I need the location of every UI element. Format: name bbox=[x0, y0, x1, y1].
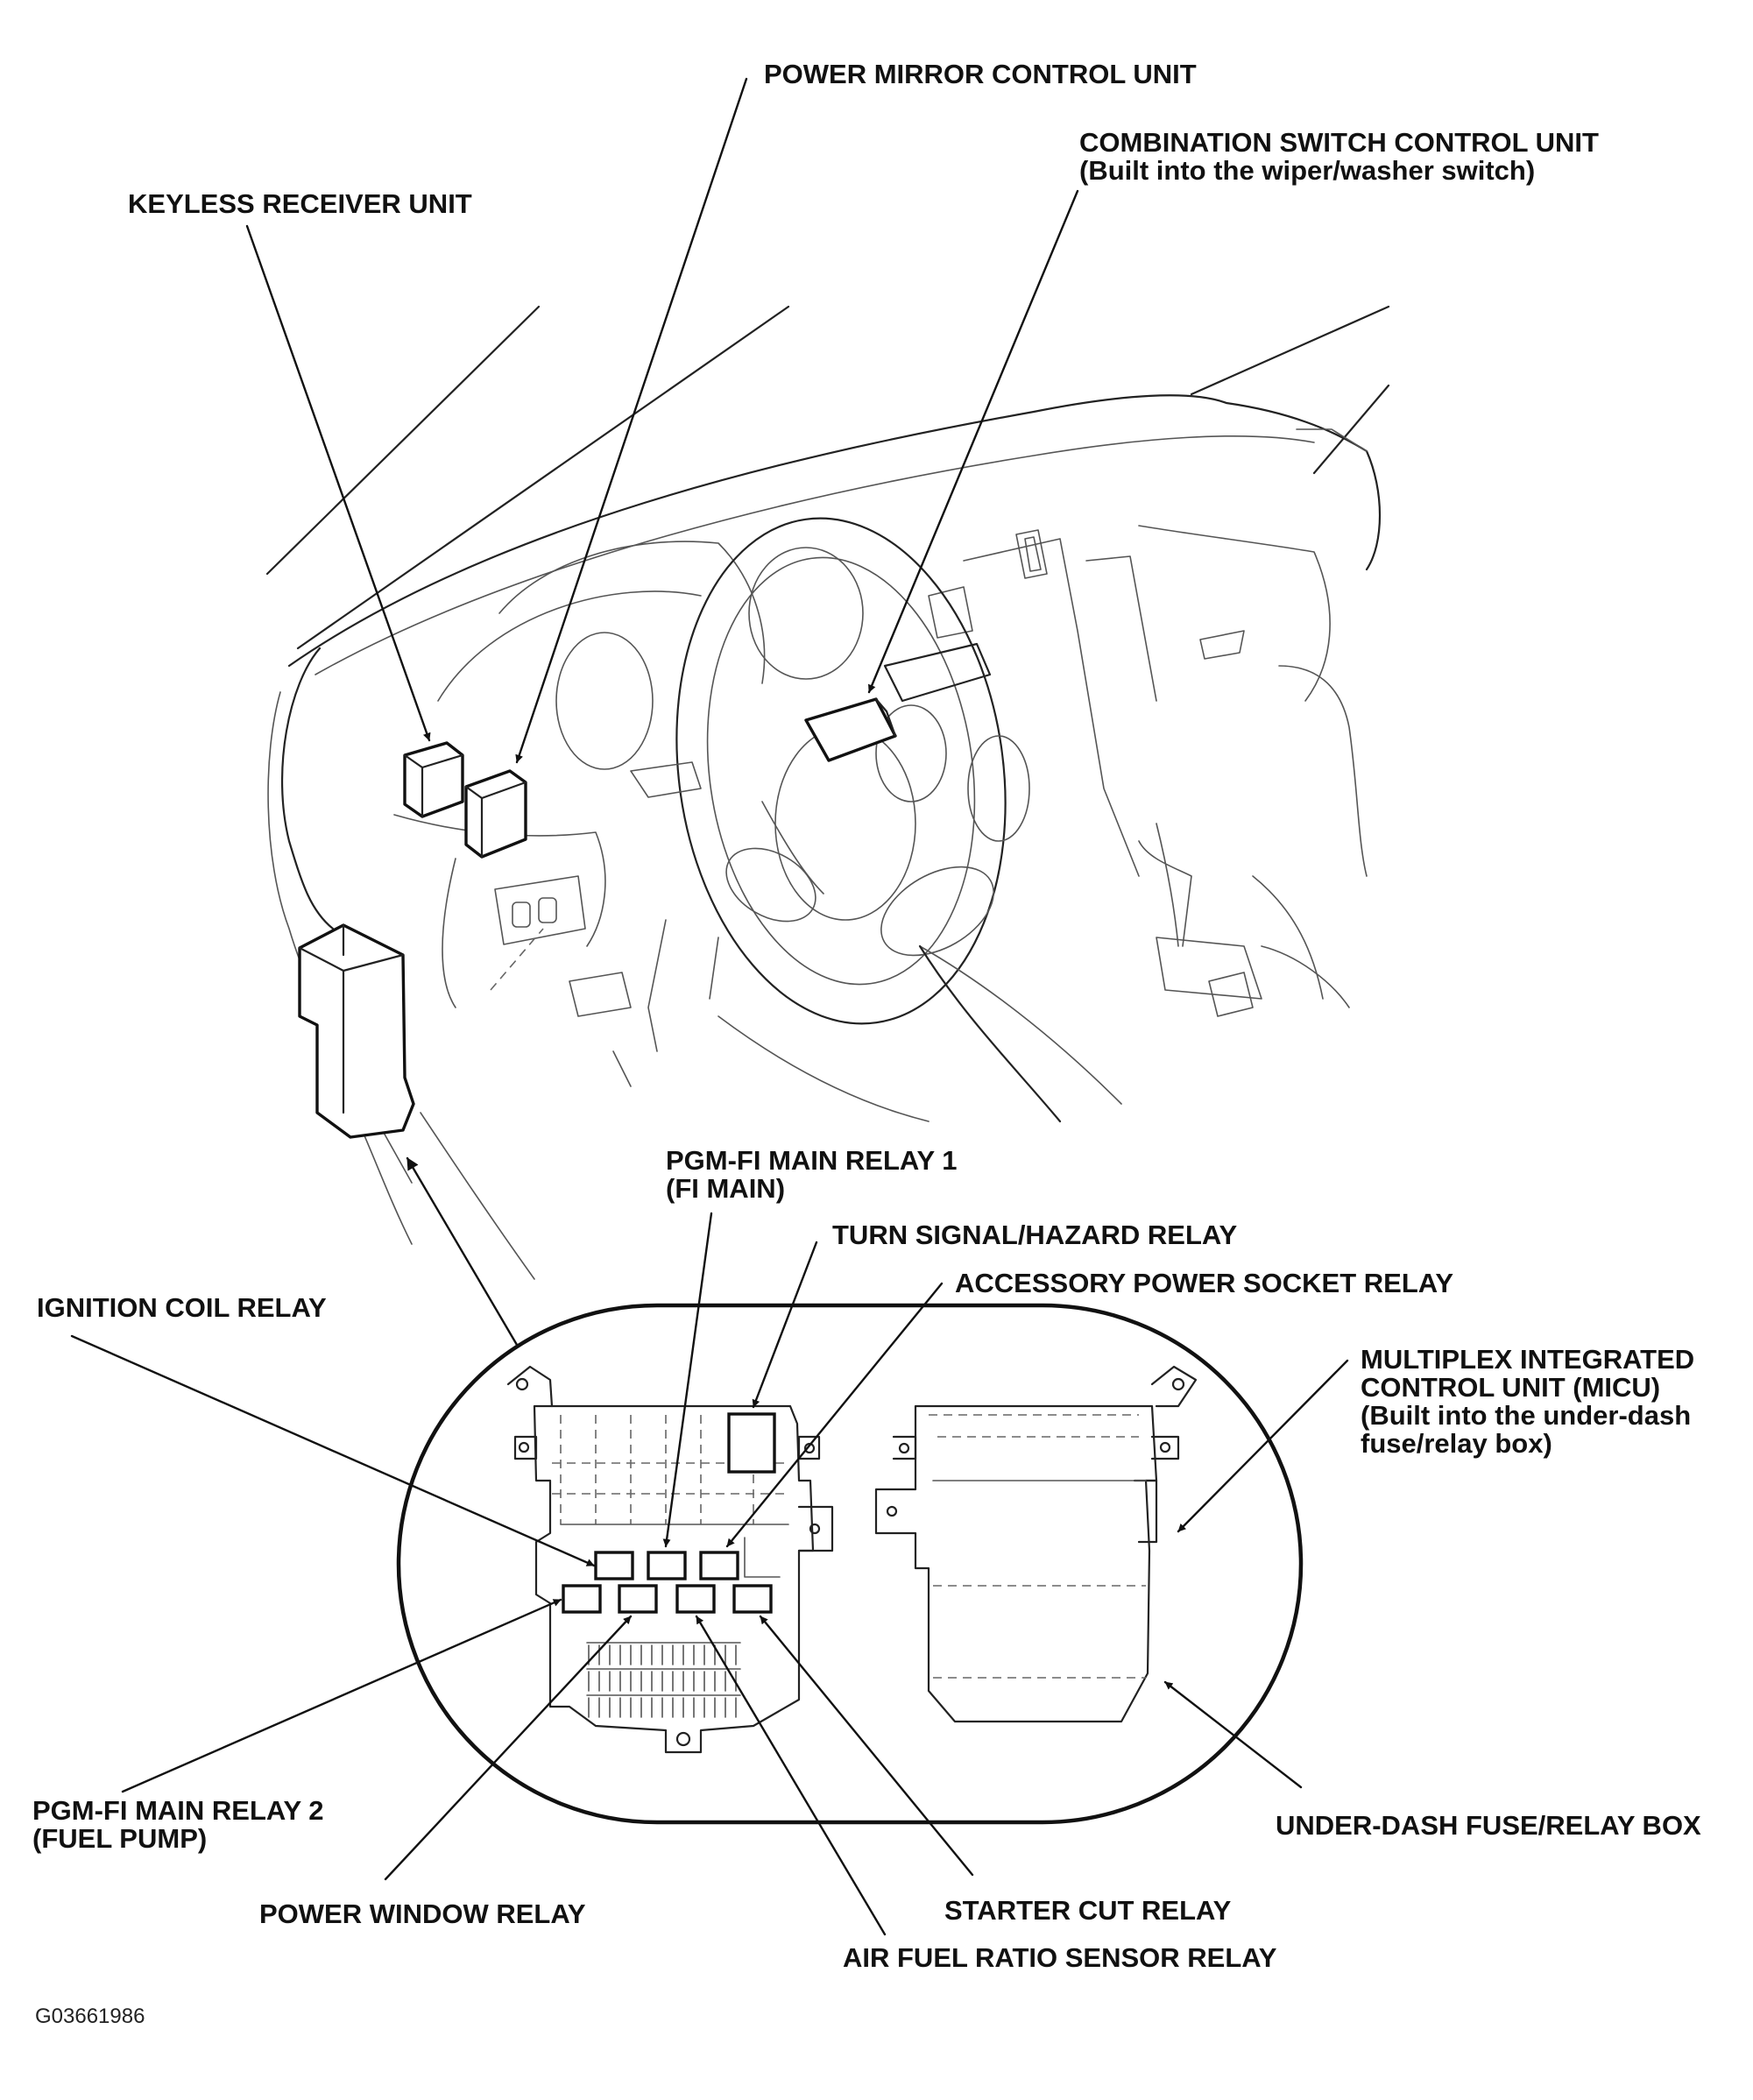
figure-id: G03661986 bbox=[35, 2005, 145, 2028]
label-pgm-fi-main-relay-1-note: (FI MAIN) bbox=[666, 1173, 786, 1204]
under-dash-fuse-relay-box-shape bbox=[298, 923, 415, 1139]
label-combination-switch-note: (Built into the wiper/washer switch) bbox=[1079, 155, 1536, 186]
fuse-box-location-arrow bbox=[406, 1156, 519, 1347]
label-pgm-fi-main-relay-1: PGM-FI MAIN RELAY 1 bbox=[666, 1145, 958, 1176]
power-mirror-control-unit-shape bbox=[464, 769, 527, 859]
fuse-box-front-view bbox=[506, 1365, 834, 1754]
pgm-fi-main-relay-2-shape bbox=[562, 1584, 602, 1614]
keyless-receiver-unit-shape bbox=[403, 741, 464, 818]
air-fuel-ratio-sensor-relay-shape bbox=[675, 1584, 716, 1614]
dashboard-line-art bbox=[265, 305, 1390, 1280]
label-air-fuel-ratio-sensor-relay: AIR FUEL RATIO SENSOR RELAY bbox=[843, 1942, 1277, 1973]
label-turn-signal-hazard-relay: TURN SIGNAL/HAZARD RELAY bbox=[832, 1220, 1238, 1250]
label-under-dash-fuse-relay-box: UNDER-DASH FUSE/RELAY BOX bbox=[1276, 1810, 1701, 1841]
ignition-coil-relay-shape bbox=[594, 1551, 634, 1580]
label-micu-line3: (Built into the under-dash bbox=[1361, 1400, 1692, 1431]
label-pgm-fi-main-relay-2-note: (FUEL PUMP) bbox=[32, 1823, 208, 1854]
label-micu-line2: CONTROL UNIT (MICU) bbox=[1361, 1372, 1661, 1403]
label-pgm-fi-main-relay-2: PGM-FI MAIN RELAY 2 bbox=[32, 1795, 324, 1826]
accessory-power-socket-relay-shape bbox=[699, 1551, 739, 1580]
label-power-mirror-control-unit: POWER MIRROR CONTROL UNIT bbox=[764, 59, 1197, 89]
power-window-relay-shape bbox=[618, 1584, 658, 1614]
fuse-box-side-view bbox=[874, 1365, 1198, 1723]
leader-lines bbox=[70, 77, 1349, 1936]
inset-oval bbox=[396, 1303, 1304, 1825]
label-keyless-receiver-unit: KEYLESS RECEIVER UNIT bbox=[128, 188, 472, 219]
label-power-window-relay: POWER WINDOW RELAY bbox=[259, 1898, 586, 1929]
fuse-rows bbox=[586, 1642, 741, 1718]
label-starter-cut-relay: STARTER CUT RELAY bbox=[944, 1895, 1232, 1926]
starter-cut-relay-shape bbox=[732, 1584, 773, 1614]
turn-signal-hazard-relay-shape bbox=[727, 1412, 776, 1474]
label-micu: MULTIPLEX INTEGRATED bbox=[1361, 1344, 1695, 1375]
label-accessory-power-socket-relay: ACCESSORY POWER SOCKET RELAY bbox=[955, 1268, 1454, 1298]
combination-switch-control-unit-shape bbox=[804, 697, 897, 762]
label-combination-switch-control-unit: COMBINATION SWITCH CONTROL UNIT bbox=[1079, 127, 1599, 158]
label-ignition-coil-relay: IGNITION COIL RELAY bbox=[37, 1292, 327, 1323]
pgm-fi-main-relay-1-shape bbox=[647, 1551, 687, 1580]
label-micu-line4: fuse/relay box) bbox=[1361, 1428, 1552, 1459]
